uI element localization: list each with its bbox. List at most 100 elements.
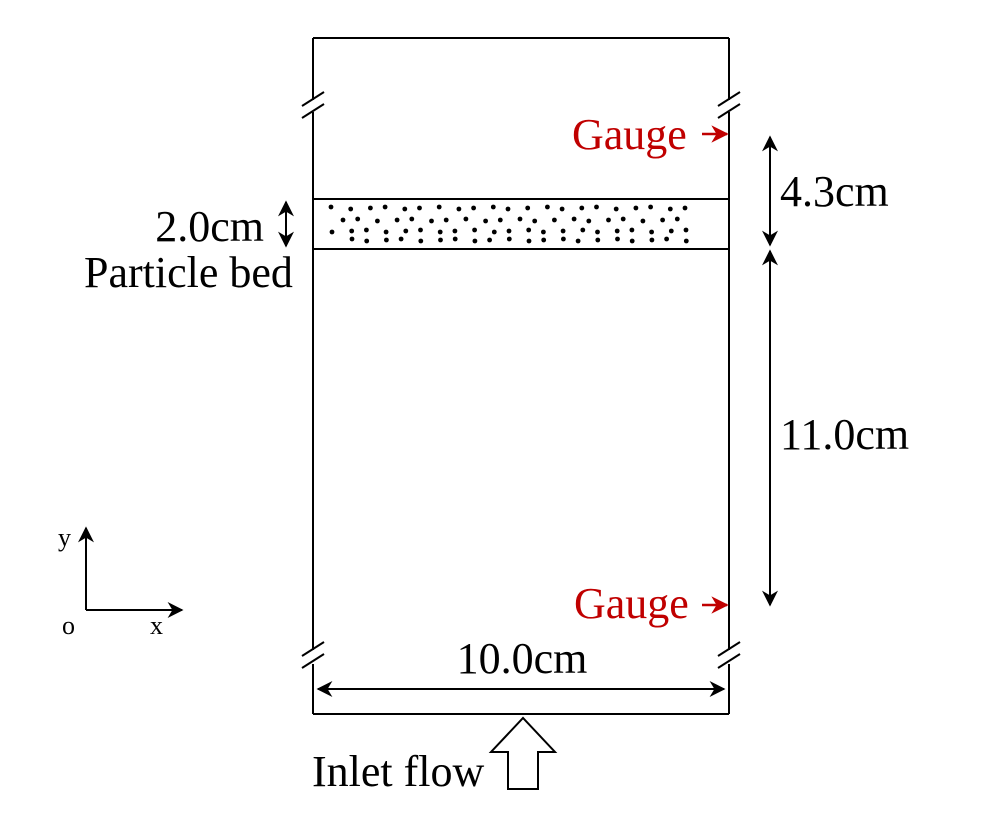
particle-dot <box>483 218 488 224</box>
particle-dot <box>384 237 389 243</box>
particle-dot <box>348 206 354 212</box>
particle-dot <box>382 204 388 210</box>
particle-dot <box>505 206 511 212</box>
particle-dot <box>364 227 369 233</box>
particle-dot <box>409 216 415 222</box>
particle-dot <box>552 217 557 223</box>
particle-dot <box>559 206 565 212</box>
particle-dot <box>349 228 355 234</box>
particle-dot <box>561 236 566 242</box>
gauge-top-label: Gauge <box>572 110 687 159</box>
particle-dot <box>613 206 619 212</box>
particle-dot <box>340 217 346 223</box>
particle-dot <box>674 216 680 222</box>
particle-dot <box>472 238 478 244</box>
particle-dot <box>375 218 380 224</box>
particle-dot <box>640 218 646 224</box>
particle-dot <box>517 216 523 222</box>
particle-dot <box>614 228 620 234</box>
particle-dot <box>629 227 635 233</box>
particle-dot <box>660 217 665 223</box>
axis-y-label: y <box>58 523 71 552</box>
bed-height-label: 2.0cm <box>155 202 264 251</box>
particle-dot <box>438 237 443 243</box>
particle-dot <box>579 205 585 211</box>
particle-dot <box>443 217 449 223</box>
particle-dot <box>595 229 600 235</box>
particle-dot <box>526 238 532 244</box>
axis-origin-label: o <box>62 611 75 640</box>
particle-dot <box>682 205 688 211</box>
particle-dot <box>532 218 538 224</box>
particle-dot <box>683 227 689 233</box>
particle-dot <box>506 236 512 242</box>
particle-dot <box>664 236 669 242</box>
inlet-flow-label: Inlet flow <box>312 747 485 796</box>
particle-dot <box>418 238 424 244</box>
lower-distance-label: 11.0cm <box>780 410 909 459</box>
hollow-up-arrow-icon <box>488 716 558 790</box>
particle-dot <box>490 204 496 210</box>
particle-dots <box>328 204 689 244</box>
particle-dot <box>368 205 373 211</box>
particle-dot <box>575 238 581 244</box>
gauge-bottom-label: Gauge <box>574 579 689 628</box>
upper-distance-label: 4.3cm <box>780 167 889 216</box>
particle-dot <box>649 237 655 243</box>
particle-dot <box>417 205 422 211</box>
particle-dot <box>497 217 503 223</box>
particle-dot <box>541 229 546 235</box>
particle-dot <box>648 204 653 210</box>
particle-dot <box>633 205 639 211</box>
particle-dot <box>436 204 442 210</box>
axis-x-label: x <box>150 611 163 640</box>
width-label: 10.0cm <box>457 634 588 683</box>
particle-dot <box>364 238 370 244</box>
particle-dot <box>328 204 334 210</box>
particle-dot <box>491 229 497 235</box>
double-slash-break-icon <box>301 91 741 669</box>
particle-dot <box>595 237 601 243</box>
particle-dot <box>606 217 611 223</box>
particle-bed <box>313 198 729 250</box>
particle-dot <box>541 237 547 243</box>
particle-dot <box>429 218 434 224</box>
particle-dot <box>526 227 532 233</box>
particle-dot <box>418 227 423 233</box>
particle-dot <box>667 206 673 212</box>
particle-dot <box>452 236 458 242</box>
column-outline <box>312 37 730 715</box>
particle-dot <box>615 236 620 242</box>
particle-dot <box>456 206 462 212</box>
particle-dot <box>383 229 389 235</box>
particle-dot <box>471 205 476 211</box>
particle-dot <box>487 237 492 243</box>
particle-dot <box>394 217 400 223</box>
particle-dot <box>580 227 586 233</box>
axis-indicator: y x o <box>58 523 184 640</box>
particle-bed-label: Particle bed <box>84 248 293 297</box>
particle-dot <box>398 236 404 242</box>
particle-dot <box>403 228 409 234</box>
particle-dot <box>506 228 512 234</box>
particle-dot <box>545 204 550 210</box>
particle-dot <box>452 228 458 234</box>
particle-dot <box>649 229 654 235</box>
particle-dot <box>525 205 531 211</box>
particle-dot <box>586 218 592 224</box>
particle-dot <box>463 216 469 222</box>
particle-dot <box>560 228 566 234</box>
particle-dot <box>402 206 408 212</box>
particle-dot <box>472 227 477 233</box>
particle-dot <box>571 216 577 222</box>
particle-dot <box>349 236 355 242</box>
particle-dot <box>437 229 443 235</box>
particle-dot <box>620 216 626 222</box>
particle-dot <box>668 228 674 234</box>
particle-dot <box>683 238 689 244</box>
particle-dot <box>355 216 361 222</box>
particle-dot <box>594 204 599 210</box>
particle-dot <box>329 229 335 235</box>
